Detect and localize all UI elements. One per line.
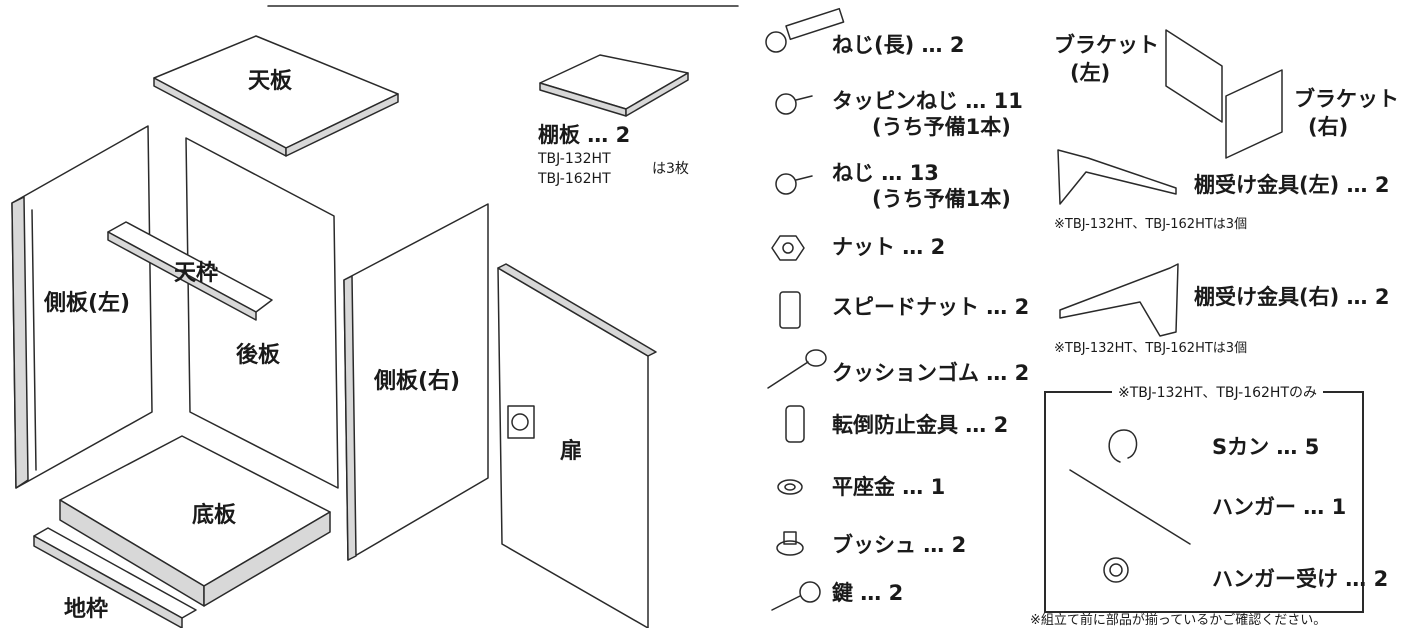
top-board-drawing bbox=[153, 35, 399, 157]
base-frame-label: 地枠 bbox=[64, 597, 109, 622]
right-side-label: 側板(右) bbox=[374, 369, 461, 394]
shelf-support-drawings bbox=[1057, 149, 1179, 337]
bracket-right-label: ブラケット bbox=[1294, 87, 1399, 111]
s-hook-label: Sカン … 5 bbox=[1212, 435, 1320, 459]
screw-long-label: ねじ(長) … 2 bbox=[832, 33, 965, 57]
bottom-board-label: 底板 bbox=[192, 503, 237, 528]
shelf-note: は3枚 bbox=[652, 161, 689, 177]
base-frame-drawing bbox=[33, 527, 197, 628]
bracket-left-label: ブラケット bbox=[1054, 33, 1159, 57]
bush-label: ブッシュ … 2 bbox=[832, 533, 967, 557]
speed-nut-label: スピードナット … 2 bbox=[832, 295, 1030, 319]
hanger-label: ハンガー … 1 bbox=[1212, 495, 1347, 519]
shelf-support-right-note: ※TBJ-132HT、TBJ-162HTは3個 bbox=[1054, 341, 1248, 356]
shelf-drawing bbox=[539, 54, 689, 117]
door-label: 扉 bbox=[560, 439, 583, 464]
bracket-left-side: (左) bbox=[1070, 61, 1111, 85]
top-board-label: 天板 bbox=[248, 69, 293, 94]
bracket-right-side: (右) bbox=[1308, 115, 1349, 139]
cushion-rubber-label: クッションゴム … 2 bbox=[832, 361, 1030, 385]
right-side-drawing bbox=[343, 203, 489, 561]
bracket-drawings bbox=[1165, 29, 1283, 159]
screw-label: ねじ … 13 bbox=[832, 161, 939, 185]
door-drawing bbox=[497, 263, 657, 628]
footer-note: ※組立て前に部品が揃っているかご確認ください。 bbox=[1030, 613, 1327, 628]
shelf-support-left-note: ※TBJ-132HT、TBJ-162HTは3個 bbox=[1054, 217, 1248, 232]
shelf-label: 棚板 … 2 bbox=[538, 123, 631, 147]
screw-note: (うち予備1本) bbox=[872, 187, 1011, 211]
tapping-screw-note: (うち予備1本) bbox=[872, 115, 1011, 139]
back-board-label: 後板 bbox=[236, 343, 281, 368]
tapping-screw-label: タッピンねじ … 11 bbox=[832, 89, 1023, 113]
left-side-drawing bbox=[11, 125, 153, 489]
hardware-icons bbox=[765, 7, 845, 611]
washer-label: 平座金 … 1 bbox=[832, 475, 946, 499]
bottom-board-drawing bbox=[59, 435, 331, 607]
anti-tip-label: 転倒防止金具 … 2 bbox=[832, 413, 1009, 437]
hanger-holder-label: ハンガー受け … 2 bbox=[1212, 567, 1389, 591]
shelf-model-1: TBJ-132HT bbox=[538, 151, 611, 167]
key-label: 鍵 … 2 bbox=[832, 581, 904, 605]
top-frame-drawing bbox=[107, 221, 273, 321]
option-icons bbox=[1069, 429, 1191, 583]
shelf-model-2: TBJ-162HT bbox=[538, 171, 611, 187]
shelf-support-left-label: 棚受け金具(左) … 2 bbox=[1194, 173, 1390, 197]
nut-label: ナット … 2 bbox=[832, 235, 946, 259]
top-frame-label: 天枠 bbox=[174, 261, 219, 286]
left-side-label: 側板(左) bbox=[44, 291, 131, 316]
shelf-support-right-label: 棚受け金具(右) … 2 bbox=[1194, 285, 1390, 309]
back-board-drawing bbox=[185, 137, 339, 489]
option-box-title: ※TBJ-132HT、TBJ-162HTのみ bbox=[1112, 382, 1324, 402]
